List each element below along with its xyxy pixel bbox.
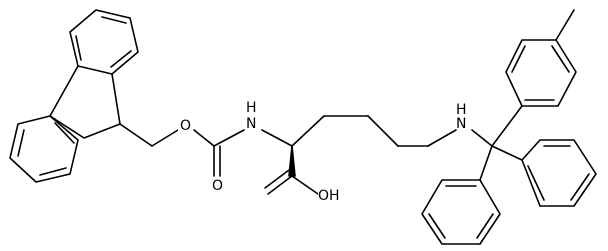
bond [151,129,179,147]
double-bond [101,16,127,24]
bond [193,129,215,147]
bond [479,145,493,181]
double-bond [54,122,75,144]
carbamate-h-label: H [246,100,257,116]
bond [291,115,325,147]
tolyl-ring [505,39,577,107]
methyl-bond [555,9,575,41]
double-bond [110,50,132,68]
double-bond [551,45,570,73]
bond [291,175,319,195]
bond [427,129,457,147]
carbamate-n-label: N [246,116,256,132]
carbonyl-oxygen-label: O [212,178,223,194]
double-bond [527,165,545,201]
amine-n-label: N [456,116,466,132]
double-bond [476,213,494,239]
p-tolyl-group [505,9,577,107]
double-bond [428,213,446,239]
fluorene-bottom-ring [9,115,79,183]
bond [261,129,293,147]
ester-oxygen-label: O [180,118,191,134]
fluorenyl-group [9,9,139,183]
acid-hydroxyl-label: OH [318,188,340,204]
double-bond [570,173,590,201]
bond [119,123,153,147]
bond [471,129,493,147]
fluorene-top-ring [69,9,139,75]
bond [491,145,523,161]
double-bond [264,169,290,189]
bond [267,175,293,195]
fluorene-five-ring [49,65,121,139]
double-bond [39,167,67,176]
stereo-wedge-bond [288,145,296,177]
double-bond [511,45,526,73]
bond [213,129,245,147]
amine-h-label: H [456,102,467,118]
phenyl-ring [421,179,501,245]
phenyl-ring-lower [421,179,501,245]
phenyl-ring-right [521,139,597,207]
bond [491,105,523,147]
double-bond [17,129,25,157]
bond [367,115,399,147]
double-bond [75,35,82,61]
phenyl-ring [521,139,597,207]
